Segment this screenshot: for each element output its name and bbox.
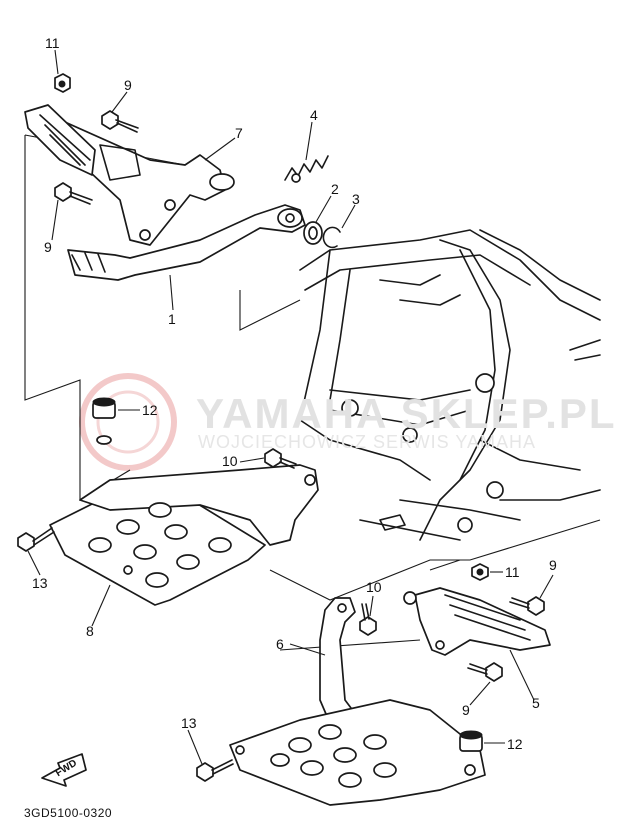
- part-10-bolt-right: [359, 603, 377, 636]
- watermark-sub: WOJCIECHOWICZ SERWIS YAMAHA: [198, 432, 537, 452]
- watermark-brand: YAMAHA SKLEP.PL: [196, 390, 617, 437]
- part-12-rubber-right: [459, 730, 483, 752]
- callout-12-right: 12: [507, 736, 523, 752]
- part-13-bolt-right: [196, 759, 234, 782]
- callout-6: 6: [276, 636, 284, 652]
- callout-13-right: 13: [181, 715, 197, 731]
- part-9-bolt-left: [54, 182, 93, 205]
- callout-10-right: 10: [366, 579, 382, 595]
- callout-4: 4: [310, 107, 318, 123]
- fwd-arrow-icon: [41, 753, 87, 787]
- callout-13-left: 13: [32, 575, 48, 591]
- callout-2: 2: [331, 181, 339, 197]
- part-11-nut-top: [54, 73, 71, 93]
- part-11-nut-right: [471, 563, 489, 581]
- callout-11-top: 11: [45, 35, 60, 51]
- part-13-bolt-left: [17, 527, 55, 552]
- callout-9-top: 9: [124, 77, 132, 93]
- part-6-protector: [229, 597, 486, 806]
- part-9-bolt-top: [101, 110, 139, 133]
- callout-12-left: 12: [142, 402, 158, 418]
- callout-7: 7: [235, 125, 243, 141]
- callout-8: 8: [86, 623, 94, 639]
- diagram-code: 3GD5100-0320: [24, 806, 113, 820]
- callout-1: 1: [168, 311, 176, 327]
- part-9-bolt-right-upper: [509, 596, 545, 616]
- callout-10-left: 10: [222, 453, 238, 469]
- callout-9-right-upper: 9: [549, 557, 557, 573]
- callout-3: 3: [352, 191, 360, 207]
- part-9-bolt-right-lower: [467, 662, 503, 682]
- leader-lines: [27, 49, 554, 765]
- callout-9-left: 9: [44, 239, 52, 255]
- part-8-plate: [49, 464, 319, 606]
- part-7-bracket: [24, 104, 235, 246]
- callout-11-right: 11: [505, 564, 520, 580]
- part-12-rubber-left: [92, 397, 116, 445]
- part-10-bolt-left: [264, 448, 297, 469]
- motorcycle-frame: [299, 229, 601, 541]
- part-2-washer: [303, 221, 323, 245]
- part-5-footrest-bracket: [403, 587, 551, 656]
- part-1-brake-pedal: [67, 204, 306, 281]
- callout-5: 5: [532, 695, 540, 711]
- part-4-spring: [284, 155, 329, 183]
- part-3-clip: [322, 226, 341, 249]
- watermark-logo: [79, 373, 177, 471]
- callout-9-right-lower: 9: [462, 702, 470, 718]
